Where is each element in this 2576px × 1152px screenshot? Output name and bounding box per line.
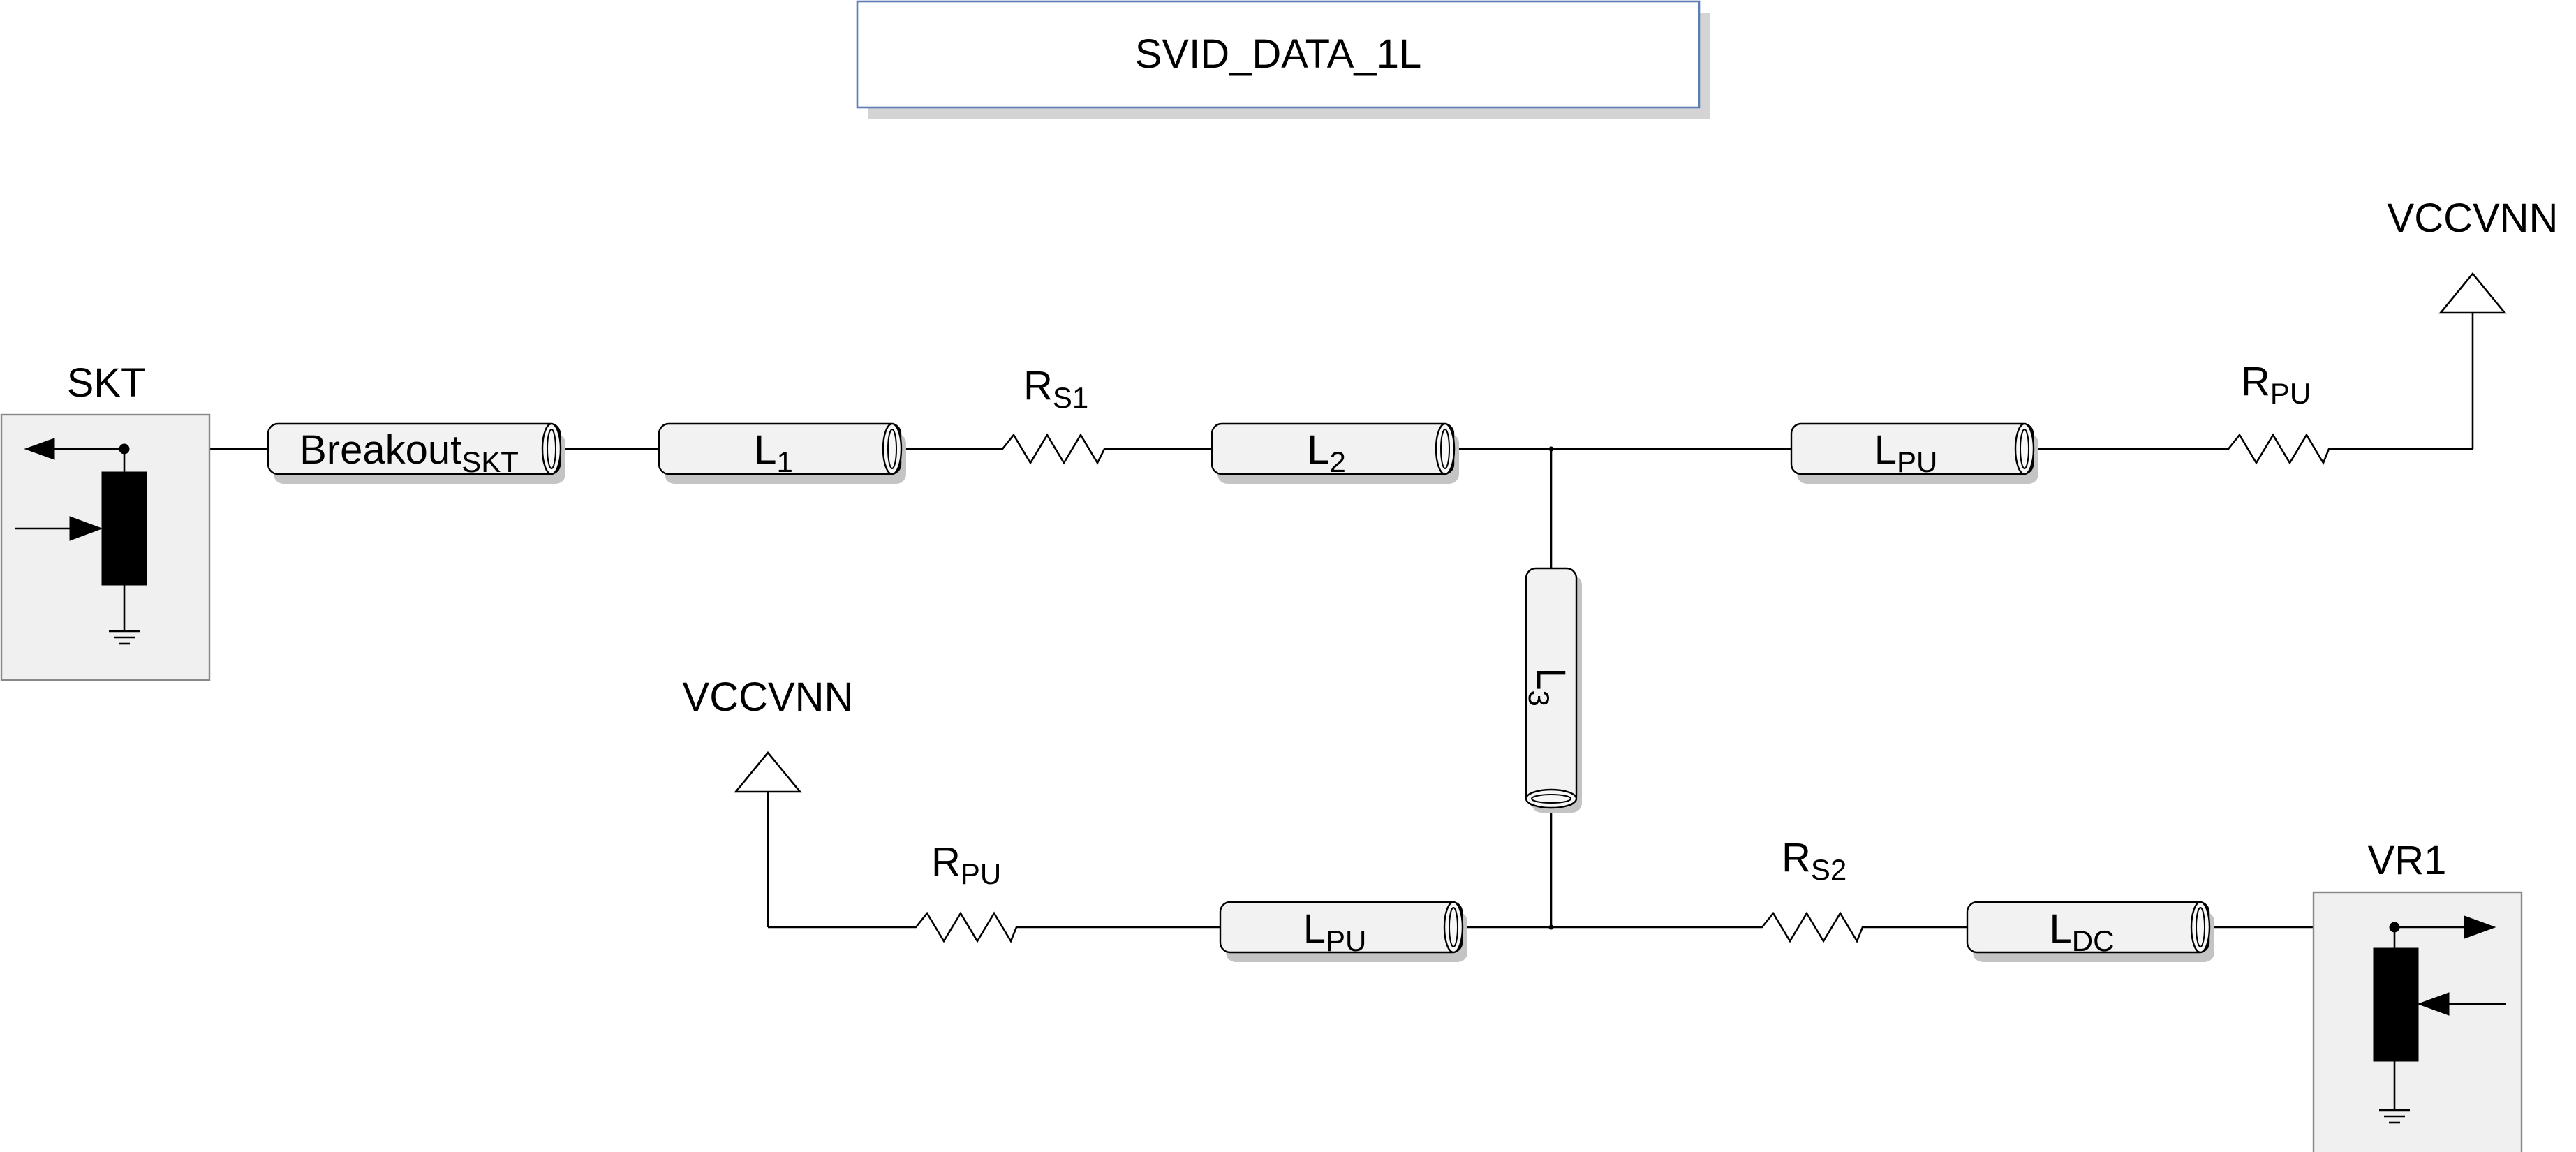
tline-l3: L3	[1523, 567, 1582, 813]
junctions	[1548, 446, 1554, 930]
diagram-title: SVID_DATA_1L	[1135, 31, 1421, 77]
tline-breakout-label: BreakoutSKT	[299, 427, 519, 478]
tline-lpu-top: LPU	[1790, 422, 2038, 484]
vr1-buffer-icon	[2373, 947, 2419, 1062]
top-net-wires	[124, 313, 2474, 450]
supply-bottom-label: VCCVNN	[683, 674, 854, 720]
resistor-rs1-icon	[994, 433, 1113, 465]
resistor-rpu-top: RPU	[2220, 359, 2334, 465]
tline-lpu-top-label: LPU	[1874, 427, 1938, 478]
tline-breakout: BreakoutSKT	[267, 422, 565, 484]
tline-l1: L1	[658, 422, 906, 484]
skt-output-arrow-icon	[24, 438, 55, 460]
resistor-rs2-icon	[1754, 911, 1868, 943]
tline-lpu-bottom: LPU	[1219, 901, 1467, 962]
vr1-input-arrow-icon	[2417, 992, 2450, 1016]
skt-buffer-icon	[101, 471, 147, 586]
vr1-ground-icon	[2379, 1109, 2410, 1124]
tline-l3-label: L3	[1523, 667, 1574, 707]
tline-l2: L2	[1211, 422, 1459, 484]
resistor-rs2-label: RS2	[1782, 835, 1846, 886]
tline-lpu-bottom-label: LPU	[1303, 906, 1367, 957]
tline-ldc: LDC	[1966, 901, 2214, 962]
supply-bottom-icon	[734, 751, 802, 793]
supply-top-label: VCCVNN	[2388, 195, 2559, 241]
skt-ground-icon	[109, 630, 140, 645]
vr1-driver: VR1	[2312, 838, 2523, 1152]
skt-driver: SKT	[0, 360, 211, 681]
tline-l1-label: L1	[754, 427, 793, 478]
resistor-rpu-top-icon	[2220, 433, 2334, 465]
title-box: SVID_DATA_1L	[856, 0, 1710, 119]
supply-bottom: VCCVNN	[683, 674, 854, 793]
skt-input-arrow-icon	[69, 516, 103, 541]
resistor-rpu-top-label: RPU	[2241, 359, 2311, 410]
resistor-rs1: RS1	[994, 363, 1113, 465]
supply-top-icon	[2438, 272, 2507, 314]
tline-l2-label: L2	[1307, 427, 1346, 478]
resistor-rpu-bottom-icon	[908, 911, 1022, 943]
skt-label: SKT	[67, 360, 146, 406]
vr1-label: VR1	[2368, 838, 2447, 883]
resistor-rs1-label: RS1	[1023, 363, 1088, 414]
tline-ldc-label: LDC	[2050, 906, 2115, 957]
supply-top: VCCVNN	[2388, 195, 2559, 314]
vr1-output-arrow-icon	[2464, 915, 2496, 939]
resistor-rpu-bottom: RPU	[908, 839, 1022, 943]
resistor-rpu-bottom-label: RPU	[931, 839, 1001, 890]
resistor-rs2: RS2	[1754, 835, 1868, 943]
